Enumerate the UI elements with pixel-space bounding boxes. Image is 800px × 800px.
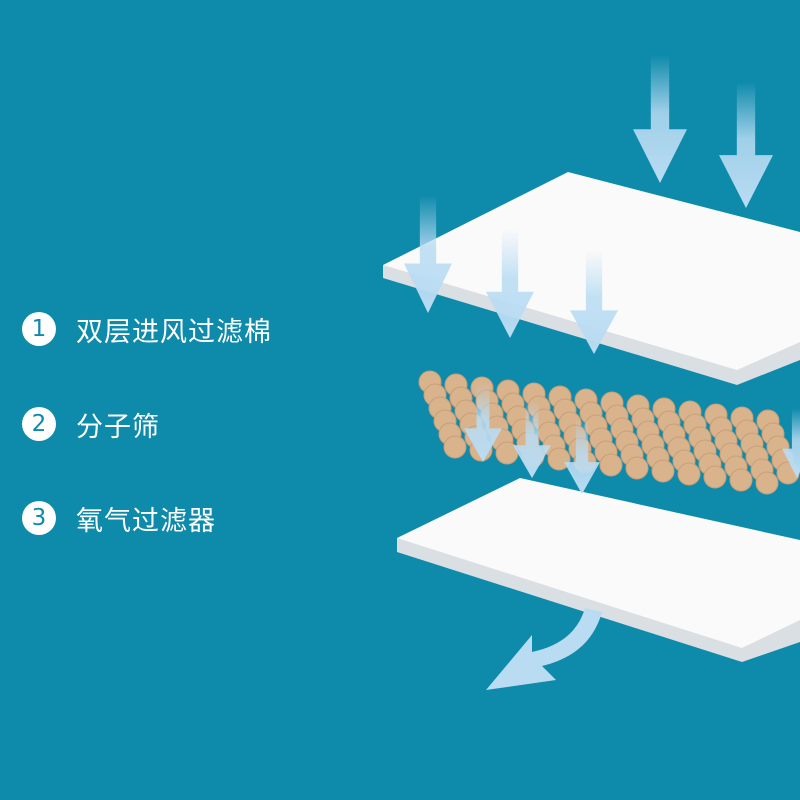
sieve-bead (703, 465, 727, 489)
sieve-bead (625, 456, 649, 480)
sieve-bead (677, 462, 701, 486)
arrow-down-icon (464, 382, 502, 462)
sieve-bead (755, 471, 779, 495)
arrow-down-icon (486, 228, 534, 338)
sieve-bead (651, 459, 675, 483)
arrow-down-icon (633, 55, 687, 183)
sieve-bead (599, 453, 623, 477)
sieve-bead (443, 435, 467, 459)
arrow-down-icon (719, 82, 773, 208)
sieve-bead (729, 468, 753, 492)
arrow-down-icon (564, 418, 600, 494)
arrow-down-icon (782, 408, 800, 478)
number-badge: 1 (22, 312, 56, 346)
legend: 1 双层进风过滤棉 2 分子筛 3 氧气过滤器 (0, 0, 380, 800)
legend-label: 分子筛 (76, 411, 160, 443)
arrow-down-icon (570, 250, 618, 354)
legend-label: 双层进风过滤棉 (76, 316, 272, 348)
sieve-bead (547, 447, 571, 471)
number-badge: 2 (22, 407, 56, 441)
oxygen-filter-sheet (397, 478, 800, 662)
number-badge: 3 (22, 501, 56, 535)
outflow-arrow-icon (486, 608, 602, 690)
arrow-down-icon (404, 195, 452, 313)
legend-label: 氧气过滤器 (76, 505, 216, 537)
airflow-arrows (404, 55, 800, 494)
legend-item-oxygen-filter: 3 氧气过滤器 (22, 498, 216, 538)
legend-item-molecular-sieve: 2 分子筛 (22, 404, 160, 444)
arrow-down-icon (513, 400, 551, 478)
legend-item-intake-cotton: 1 双层进风过滤棉 (22, 309, 272, 349)
molecular-sieve (418, 370, 800, 495)
